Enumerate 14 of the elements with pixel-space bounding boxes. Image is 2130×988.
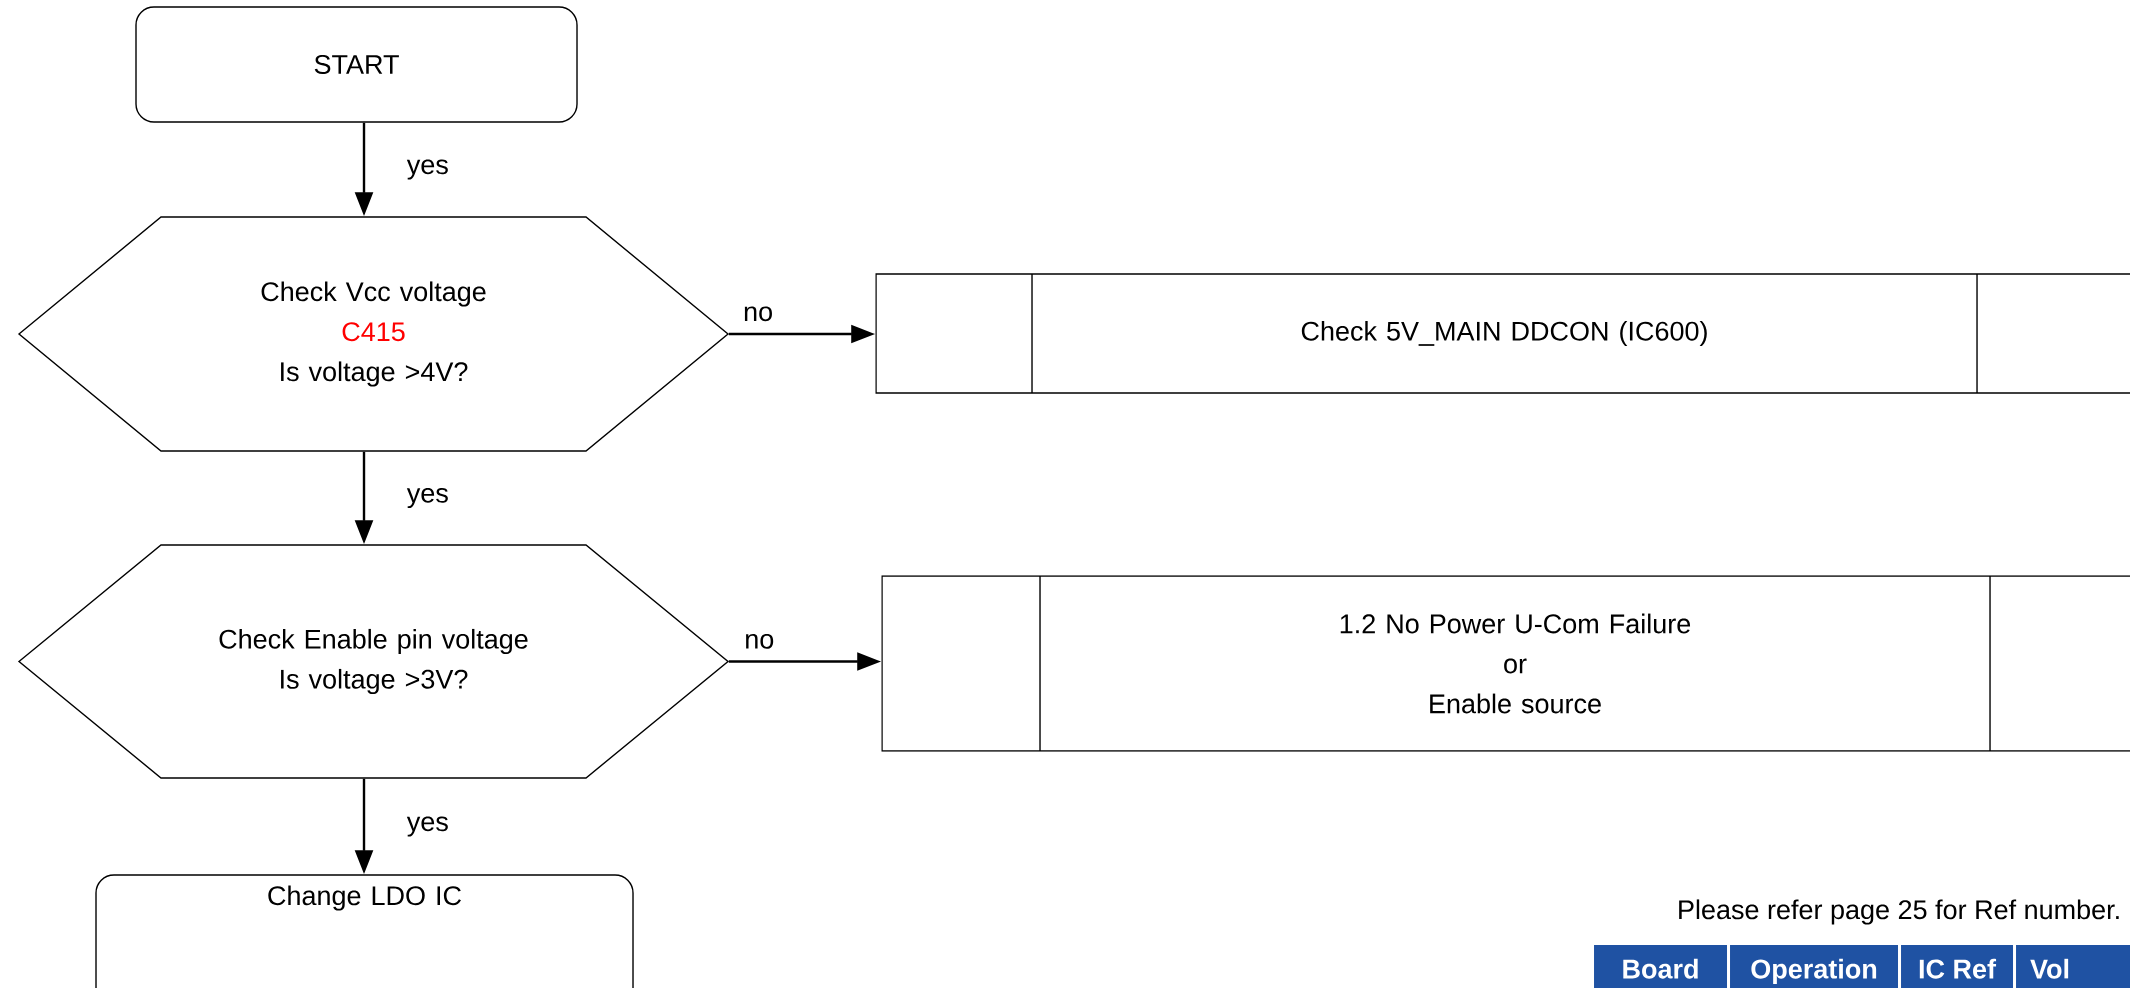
terminal-box: START — [135, 6, 578, 123]
process-box: 1.2 No Power U-Com Failure or Enable source — [881, 575, 2130, 752]
table-header-cell: Board — [1594, 945, 1727, 988]
process-box: Check 5V_MAIN DDCON (IC600) — [875, 273, 2130, 394]
table-header-cell: Operation — [1730, 945, 1898, 988]
table-header-cell: Vol — [2016, 945, 2130, 988]
edge-label: no — [744, 306, 772, 322]
edge-label: yes — [406, 816, 448, 837]
edge-label: no — [746, 633, 774, 649]
note: Please refer page 25 for Ref number. — [1679, 899, 2119, 925]
edge-label: yes — [406, 159, 448, 180]
process-box: Change LDO IC — [95, 874, 634, 988]
table-header-cell: IC Ref — [1901, 945, 2013, 988]
edge-label: yes — [406, 487, 448, 509]
